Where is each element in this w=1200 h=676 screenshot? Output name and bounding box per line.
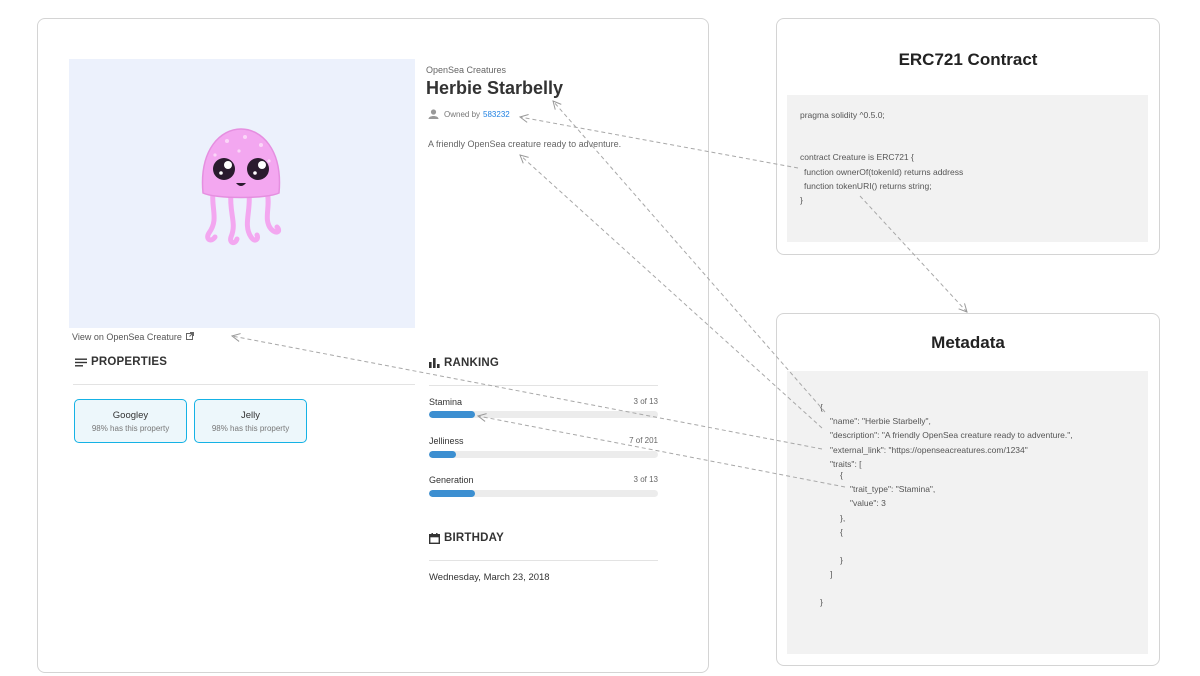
properties-divider [73,384,415,385]
ranking-bar [429,411,658,418]
properties-header[interactable]: PROPERTIES [75,356,167,368]
property-value: Jelly [240,410,260,421]
code-line: pragma solidity ^0.5.0; [800,110,885,120]
metadata-code-block [787,371,1148,654]
code-line: "external_link": "https://openseacreatur… [830,445,1028,455]
asset-description: A friendly OpenSea creature ready to adv… [428,139,622,149]
jellyfish-creature-image [201,128,282,246]
code-line: } [840,555,843,565]
contract-title: ERC721 Contract [898,50,1038,69]
ranking-bar [429,451,658,458]
code-line: "description": "A friendly OpenSea creat… [830,430,1073,440]
external-link-icon [186,332,195,340]
ranking-bar-fill [429,411,475,418]
ranking-label: Generation [429,475,474,485]
person-icon [428,109,439,119]
asset-name: Herbie Starbelly [426,78,564,98]
property-card[interactable]: Googley 98% has this property [74,399,187,443]
code-line: "name": "Herbie Starbelly", [830,416,931,426]
ranking-bar-fill [429,451,457,458]
view-on-opensea-link[interactable]: View on OpenSea Creature [72,332,195,342]
code-line: function tokenURI() returns string; [804,181,932,191]
ranking-label: Jelliness [429,436,464,446]
owner-row: Owned by 583232 [428,109,510,119]
property-card[interactable]: Jelly 98% has this property [194,399,307,443]
birthday-title: BIRTHDAY [444,532,504,544]
property-rarity: 98% has this property [91,424,170,433]
ranking-bar [429,490,658,497]
code-line: } [800,195,803,205]
code-line: "trait_type": "Stamina", [850,484,936,494]
code-line: { [840,470,843,480]
code-line: ] [830,569,833,579]
metadata-title: Metadata [931,333,1005,352]
collection-name[interactable]: OpenSea Creatures [426,65,507,75]
contract-code-block [787,95,1148,242]
properties-title: PROPERTIES [91,356,168,368]
owner-link[interactable]: 583232 [483,109,510,119]
ranking-title: RANKING [444,357,500,369]
code-line: }, [840,513,846,523]
property-value: Googley [112,410,149,421]
property-rarity: 98% has this property [211,424,290,433]
bar-chart-icon [429,358,440,368]
calendar-icon [429,532,440,544]
ranking-count: 3 of 13 [633,397,658,406]
code-line: function ownerOf(tokenId) returns addres… [804,167,964,177]
view-link-label: View on OpenSea Creature [72,332,182,342]
code-line: contract Creature is ERC721 { [800,152,914,162]
code-line: } [820,597,823,607]
code-line: { [820,402,823,412]
ranking-count: 3 of 13 [633,475,658,484]
code-line: { [840,527,843,537]
ranking-divider [429,385,658,386]
owned-by-label: Owned by [444,109,481,119]
ranking-header[interactable]: RANKING [429,357,499,369]
birthday-divider [429,560,658,561]
ranking-label: Stamina [429,397,463,407]
birthday-date: Wednesday, March 23, 2018 [429,572,550,583]
ranking-count: 7 of 201 [629,436,658,445]
list-icon [75,358,87,366]
code-line: "value": 3 [850,498,886,508]
asset-image[interactable] [69,59,415,328]
birthday-header[interactable]: BIRTHDAY [429,532,504,544]
ranking-bar-fill [429,490,475,497]
code-line: "traits": [ [830,459,862,469]
